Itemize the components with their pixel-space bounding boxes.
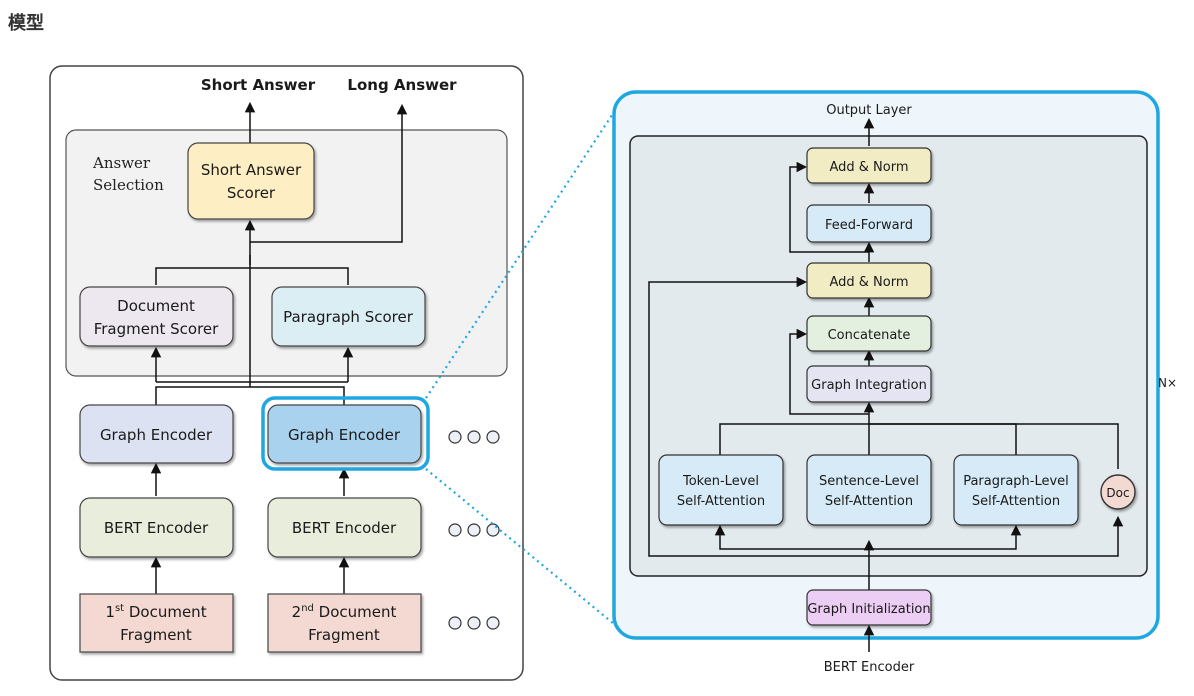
ellipsis-icon-fragment-row [448, 616, 500, 630]
short-answer-output-label: Short Answer [201, 76, 316, 94]
graph-encoder-box-2 [267, 404, 422, 464]
bert-encoder-input-label: BERT Encoder [824, 660, 915, 675]
repeat-count-label: N× [1158, 376, 1177, 390]
concatenate-box [806, 315, 932, 352]
output-layer-label: Output Layer [826, 103, 912, 118]
document-fragment-label-1-line1: 1st Document [105, 603, 206, 621]
bert-encoder-box-2 [267, 497, 422, 558]
bert-encoder-box-1 [79, 497, 234, 558]
graph-encoder-label-1: Graph Encoder [100, 426, 213, 444]
bert-encoder-label-1: BERT Encoder [104, 519, 209, 537]
paragraph-scorer-label: Paragraph Scorer [283, 308, 414, 326]
graph-encoder-highlight [261, 396, 430, 471]
bert-encoder-label-2: BERT Encoder [292, 519, 397, 537]
add-norm-top-box [806, 147, 932, 184]
graph-encoder-label-2: Graph Encoder [288, 426, 401, 444]
feed-forward-label: Feed-Forward [825, 218, 913, 233]
document-fragment-box-2 [267, 593, 422, 653]
doc-node [1100, 474, 1136, 510]
short-answer-scorer-line1: Short Answer [201, 161, 302, 179]
graph-integration-box [806, 365, 932, 403]
zoom-guide-lines [425, 111, 615, 625]
ellipsis-icon-graph-row [448, 430, 500, 444]
graph-initialization-label: Graph Initialization [807, 602, 930, 617]
doc-node-label: Doc [1106, 486, 1129, 500]
sentence-level-attention-line2: Self-Attention [825, 494, 913, 509]
add-norm-bottom-box [806, 262, 932, 299]
answer-selection-label-line1: Answer [92, 154, 151, 172]
paragraph-level-attention-box [953, 454, 1079, 526]
long-answer-output-label: Long Answer [347, 76, 457, 94]
graph-initialization-box [806, 589, 932, 626]
add-norm-top-label: Add & Norm [829, 160, 908, 175]
ellipsis-icon-bert-row [448, 523, 500, 537]
paragraph-level-attention-line1: Paragraph-Level [963, 474, 1069, 489]
document-fragment-box-1 [79, 593, 234, 653]
feed-forward-box [806, 204, 932, 243]
document-fragment-scorer-line1: Document [117, 297, 195, 315]
document-fragment-label-2-line1: 2nd Document [292, 603, 397, 621]
token-level-attention-line2: Self-Attention [677, 494, 765, 509]
right-connectors [648, 117, 1124, 652]
paragraph-scorer-box [271, 286, 426, 347]
sentence-level-attention-box [806, 454, 932, 526]
document-fragment-scorer-line2: Fragment Scorer [94, 320, 219, 338]
add-norm-bottom-label: Add & Norm [829, 275, 908, 290]
answer-selection-label-line2: Selection [93, 176, 164, 194]
page-heading: 模型 [8, 13, 44, 34]
short-answer-scorer-box [187, 142, 315, 220]
document-fragment-label-2-line2: Fragment [308, 626, 380, 644]
graph-encoder-box-1 [79, 404, 234, 464]
graph-integration-label: Graph Integration [811, 378, 927, 393]
document-fragment-scorer-box [79, 286, 234, 347]
left-connectors [150, 101, 408, 594]
token-level-attention-line1: Token-Level [682, 474, 759, 489]
document-fragment-label-1-line2: Fragment [120, 626, 192, 644]
concatenate-label: Concatenate [828, 328, 911, 343]
sentence-level-attention-line1: Sentence-Level [819, 474, 919, 489]
token-level-attention-box [658, 454, 784, 526]
paragraph-level-attention-line2: Self-Attention [972, 494, 1060, 509]
short-answer-scorer-line2: Scorer [227, 184, 276, 202]
